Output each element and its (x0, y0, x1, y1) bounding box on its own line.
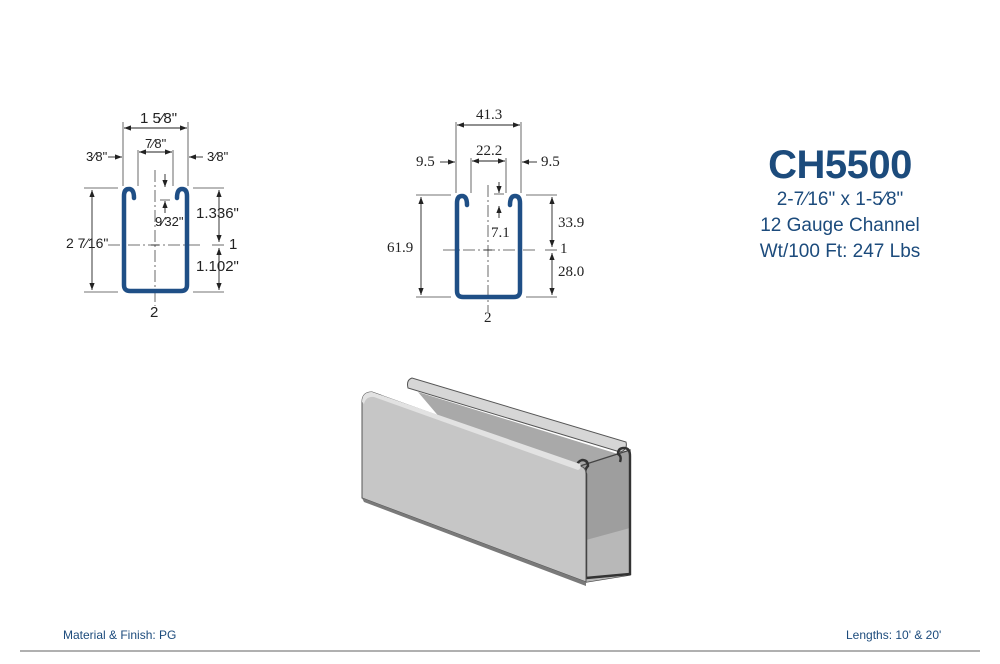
footer-divider (20, 650, 980, 652)
channel-3d-illustration (350, 370, 650, 600)
dim-slot-opening: 7⁄8" (145, 136, 167, 151)
dim-slot-opening: 22.2 (476, 143, 503, 159)
metric-cross-section: 41.3 22.2 9.5 9.5 61.9 7.1 33.9 1 28.0 2 (380, 0, 640, 340)
dim-lip-depth: 7.1 (491, 225, 510, 241)
material-finish-label: Material & Finish: PG (63, 628, 177, 642)
axis-2-label: 2 (150, 304, 159, 321)
product-model: CH5500 (768, 143, 912, 187)
lengths-label: Lengths: 10' & 20' (846, 628, 942, 642)
dim-upper-to-axis: 33.9 (558, 215, 585, 231)
dim-right-lip: 9.5 (541, 154, 560, 170)
axis-1-label: 1 (560, 241, 568, 257)
product-info-block: CH5500 2-7⁄16" x 1-5⁄8" 12 Gauge Channel… (730, 142, 950, 264)
axis-2-label: 2 (484, 310, 492, 326)
dim-left-lip: 3⁄8" (86, 149, 108, 164)
product-weight: Wt/100 Ft: 247 Lbs (759, 241, 921, 262)
dim-overall-height: 2 7⁄16" (66, 235, 109, 251)
channel-profile-shape (454, 193, 523, 300)
dim-lower-to-axis: 1.102" (196, 258, 239, 275)
dim-lip-depth: 9⁄32" (155, 214, 184, 229)
dim-right-lip: 3⁄8" (207, 149, 229, 164)
dim-overall-width: 41.3 (476, 107, 503, 123)
product-gauge: 12 Gauge Channel (760, 215, 920, 236)
metric-profile-drawing (416, 122, 557, 312)
channel-profile-shape (121, 186, 190, 294)
dim-lower-to-axis: 28.0 (558, 264, 585, 280)
dim-upper-to-axis: 1.336" (196, 205, 239, 222)
imperial-cross-section: 1 5⁄8" 7⁄8" 3⁄8" 3⁄8" 2 7⁄16" 9⁄32" 1.33… (0, 0, 300, 340)
dim-overall-height: 61.9 (387, 240, 414, 256)
dim-left-lip: 9.5 (416, 154, 435, 170)
dim-overall-width: 1 5⁄8" (140, 110, 178, 127)
imperial-profile-drawing (84, 122, 224, 306)
axis-1-label: 1 (229, 236, 238, 253)
product-size: 2-7⁄16" x 1-5⁄8" (776, 189, 904, 210)
